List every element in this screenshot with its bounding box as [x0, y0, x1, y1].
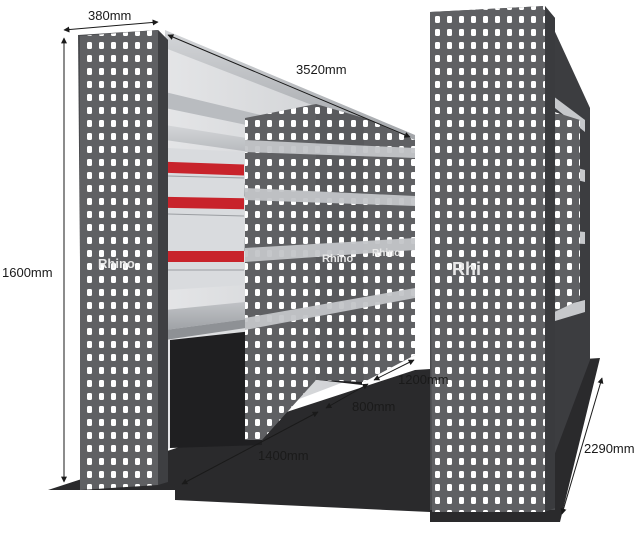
height-label: 1600mm	[2, 265, 53, 280]
mid-shelves	[245, 140, 415, 330]
upright-front-right	[430, 6, 555, 512]
unit-left-label: 1400mm	[258, 448, 309, 463]
unit-mid-line	[325, 383, 369, 409]
length-line	[167, 34, 411, 138]
logo-right: Rhi	[452, 259, 481, 279]
upright-front-left	[78, 30, 168, 490]
drawer-handle-2[interactable]	[168, 196, 244, 210]
logo-mid: Rhino	[322, 253, 353, 265]
dimension-lines	[61, 19, 604, 515]
depth-label: 380mm	[88, 8, 131, 23]
unit-left-line	[181, 411, 319, 485]
depth-line	[63, 19, 159, 33]
unit-right-label: 1200mm	[398, 372, 449, 387]
upright-left-mid	[245, 104, 316, 440]
total-length-label: 3520mm	[296, 62, 347, 77]
unit-right-line	[373, 359, 415, 381]
logo-left: Rhino	[98, 256, 135, 271]
drawer-unit	[167, 148, 245, 290]
unit-mid-label: 800mm	[352, 399, 395, 414]
drawer-handle-1[interactable]	[168, 161, 244, 176]
logo-far: Rhino	[372, 248, 400, 259]
van-width-label: 2290mm	[584, 441, 635, 456]
van-width-line	[560, 377, 604, 515]
drawer-handle-3[interactable]	[168, 251, 244, 262]
